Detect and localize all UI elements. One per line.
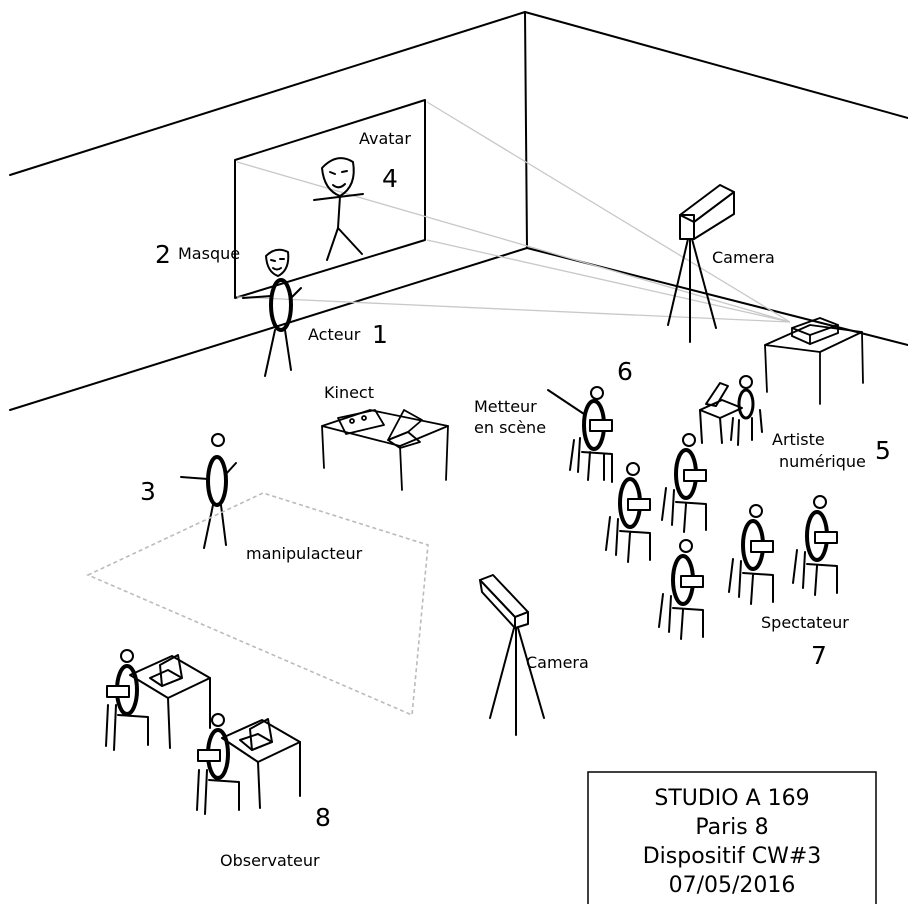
info-line-1: STUDIO A 169 [654,786,809,811]
avatar-label: Avatar [359,129,411,148]
projector-table [764,317,864,405]
metteur-label-line1: Metteur [474,397,537,416]
artiste-label-line1: Artiste [772,430,825,449]
camera-top-label: Camera [712,248,775,267]
avatar-figure [313,157,364,261]
info-line-3: Dispositif CW#3 [643,844,822,869]
projection-screen [234,99,426,299]
observateur-number: 8 [315,803,331,832]
observateur-figure [196,713,301,815]
spectateur-figure [658,539,704,640]
camera-top [667,184,735,343]
spectateur-figure [728,504,774,605]
observateur-figure [105,649,211,751]
acteur-label: Acteur [308,325,361,344]
acteur-figure [242,248,302,377]
manipulacteur-figure [180,433,237,549]
artiste-figure [699,375,763,446]
artiste-label-line2: numérique [779,452,866,471]
spectateur-figure [605,462,651,563]
acteur-number: 1 [372,320,388,349]
metteur-label-line2: en scène [474,418,546,437]
manipulacteur-label: manipulacteur [246,544,363,563]
metteur-number: 6 [617,357,633,386]
avatar-number: 4 [382,164,398,193]
manipulacteur-number: 3 [140,477,156,506]
room-walls [9,11,908,411]
spectateur-figure [661,433,707,533]
observateur-label: Observateur [220,851,320,870]
artiste-number: 5 [875,436,891,465]
spectateur-label: Spectateur [761,613,849,632]
capture-zone [86,492,429,717]
spectateur-figure [792,495,838,596]
camera-bottom [479,574,545,736]
masque-number: 2 [155,240,171,269]
metteur-figure [547,386,613,483]
kinect-table [321,409,449,491]
info-line-4: 07/05/2016 [669,873,796,898]
masque-label: Masque [178,244,240,263]
info-line-2: Paris 8 [695,815,768,840]
studio-info-box: STUDIO A 169 Paris 8 Dispositif CW#3 07/… [587,771,877,904]
kinect-label: Kinect [324,383,374,402]
camera-bottom-label: Camera [526,653,589,672]
spectateur-number: 7 [811,641,827,670]
